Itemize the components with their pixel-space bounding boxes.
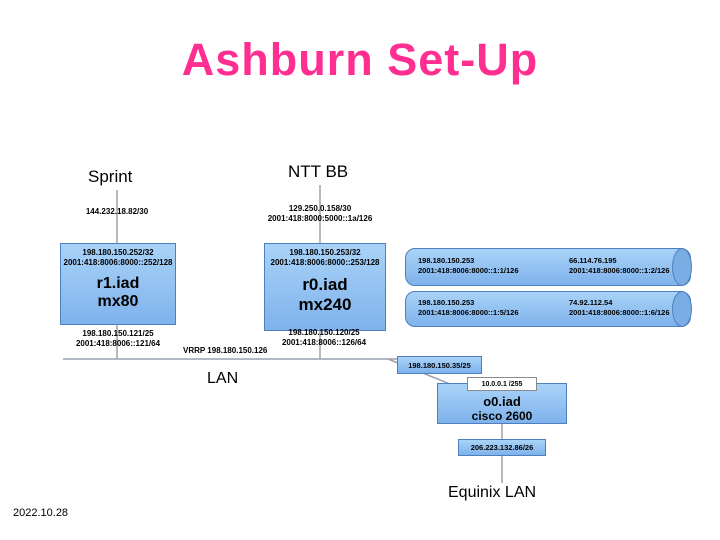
router-r1-loopbacks: 198.180.150.252/32 2001:418:8006:8000::2… [61, 244, 175, 268]
equinix-lan-label: Equinix LAN [448, 484, 537, 501]
slide-date: 2022.10.28 [13, 507, 69, 519]
tunnel-1-left-v4: 198.180.150.253 [418, 256, 475, 265]
router-r1-model: mx80 [97, 293, 139, 310]
tunnel-1-right-v6: 2001:418:8006:8000::1:2/126 [569, 266, 670, 276]
router-r0-loopback-v4: 198.180.150.253/32 [289, 248, 361, 257]
tunnel-2-left-v6: 2001:418:8006:8000::1:5/126 [418, 308, 519, 318]
router-r0-name: r0.iad [302, 275, 348, 294]
router-r0-lan-v6: 2001:418:8006::126/64 [281, 338, 367, 348]
tunnel-1-right: 66.114.76.195 2001:418:8006:8000::1:2/12… [569, 256, 670, 276]
pipe-cap-icon [672, 248, 692, 286]
pipe-cap-icon [672, 291, 692, 327]
provider-ip-ntt: 129.250.0.158/30 2001:418:8000:5000::1a/… [253, 204, 387, 225]
router-r1-lan-v6: 2001:418:8006::121/64 [75, 339, 161, 349]
tunnel-2-left: 198.180.150.253 2001:418:8006:8000::1:5/… [418, 298, 519, 318]
router-r1-name: r1.iad [96, 275, 140, 292]
tunnel-2-right-v4: 74.92.112.54 [569, 298, 613, 307]
provider-ip-sprint: 144.232.18.82/30 [85, 207, 149, 216]
page-title: Ashburn Set-Up [181, 34, 539, 85]
router-r0-lan-v4: 198.180.150.120/25 [288, 328, 360, 337]
mgmt-ip-box: 10.0.0.1 /255 [467, 377, 537, 391]
tunnel-2-right: 74.92.112.54 2001:418:8006:8000::1:6/126 [569, 298, 670, 318]
router-r1-lan-ips: 198.180.150.121/25 2001:418:8006::121/64 [60, 329, 176, 350]
tunnel-1-left-v6: 2001:418:8006:8000::1:1/126 [418, 266, 519, 276]
tunnel-pipe-1: 198.180.150.253 2001:418:8006:8000::1:1/… [405, 248, 692, 286]
router-r1-loopback-v6: 2001:418:8006:8000::252/128 [63, 258, 173, 267]
access-router-name: o0.iad [483, 394, 521, 409]
router-box-r1: 198.180.150.252/32 2001:418:8006:8000::2… [60, 243, 176, 325]
router-r1-loopback-v4: 198.180.150.252/32 [82, 248, 154, 257]
router-r0-model: mx240 [298, 295, 352, 314]
provider-ipv4-ntt: 129.250.0.158/30 [288, 204, 352, 213]
provider-label-sprint: Sprint [88, 167, 133, 186]
router-r0-loopback-v6: 2001:418:8006:8000::253/128 [270, 258, 380, 267]
router-box-r0: 198.180.150.253/32 2001:418:8006:8000::2… [264, 243, 386, 331]
branch-ip-box: 198.180.150.35/25 [397, 356, 482, 374]
tunnel-1-right-v4: 66.114.76.195 [569, 256, 617, 265]
provider-label-ntt: NTT BB [288, 162, 349, 181]
router-r0-lan-ips: 198.180.150.120/25 2001:418:8006::126/64 [266, 328, 382, 349]
access-router-model: cisco 2600 [471, 409, 533, 423]
router-r1-lan-v4: 198.180.150.121/25 [82, 329, 154, 338]
router-r0-loopbacks: 198.180.150.253/32 2001:418:8006:8000::2… [265, 244, 385, 268]
tunnel-2-right-v6: 2001:418:8006:8000::1:6/126 [569, 308, 670, 318]
tunnel-2-left-v4: 198.180.150.253 [418, 298, 475, 307]
provider-ipv6-ntt: 2001:418:8000:5000::1a/126 [267, 214, 373, 224]
tunnel-1-left: 198.180.150.253 2001:418:8006:8000::1:1/… [418, 256, 519, 276]
vrrp-label: VRRP 198.180.150.126 [183, 346, 268, 355]
lan-label: LAN [207, 370, 239, 387]
tunnel-pipe-2: 198.180.150.253 2001:418:8006:8000::1:5/… [405, 291, 692, 327]
downlink-ip-box: 206.223.132.86/26 [458, 439, 546, 456]
